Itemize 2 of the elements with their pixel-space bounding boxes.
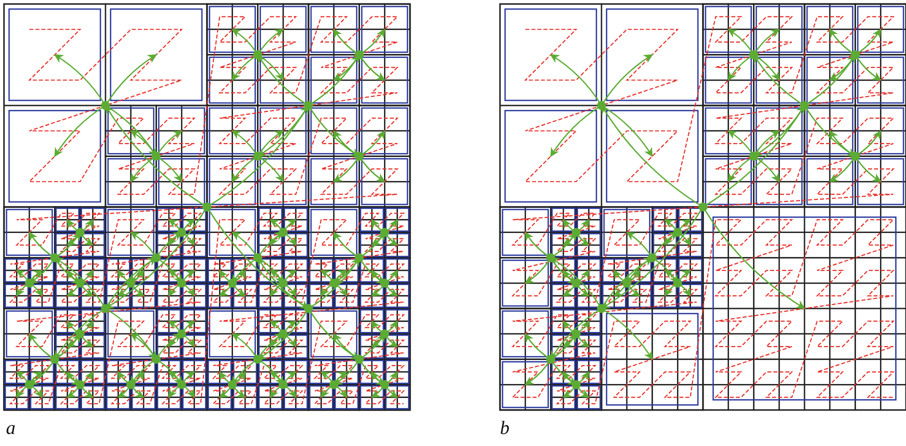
panel-label: a	[6, 418, 16, 440]
panel-label: b	[500, 418, 510, 440]
